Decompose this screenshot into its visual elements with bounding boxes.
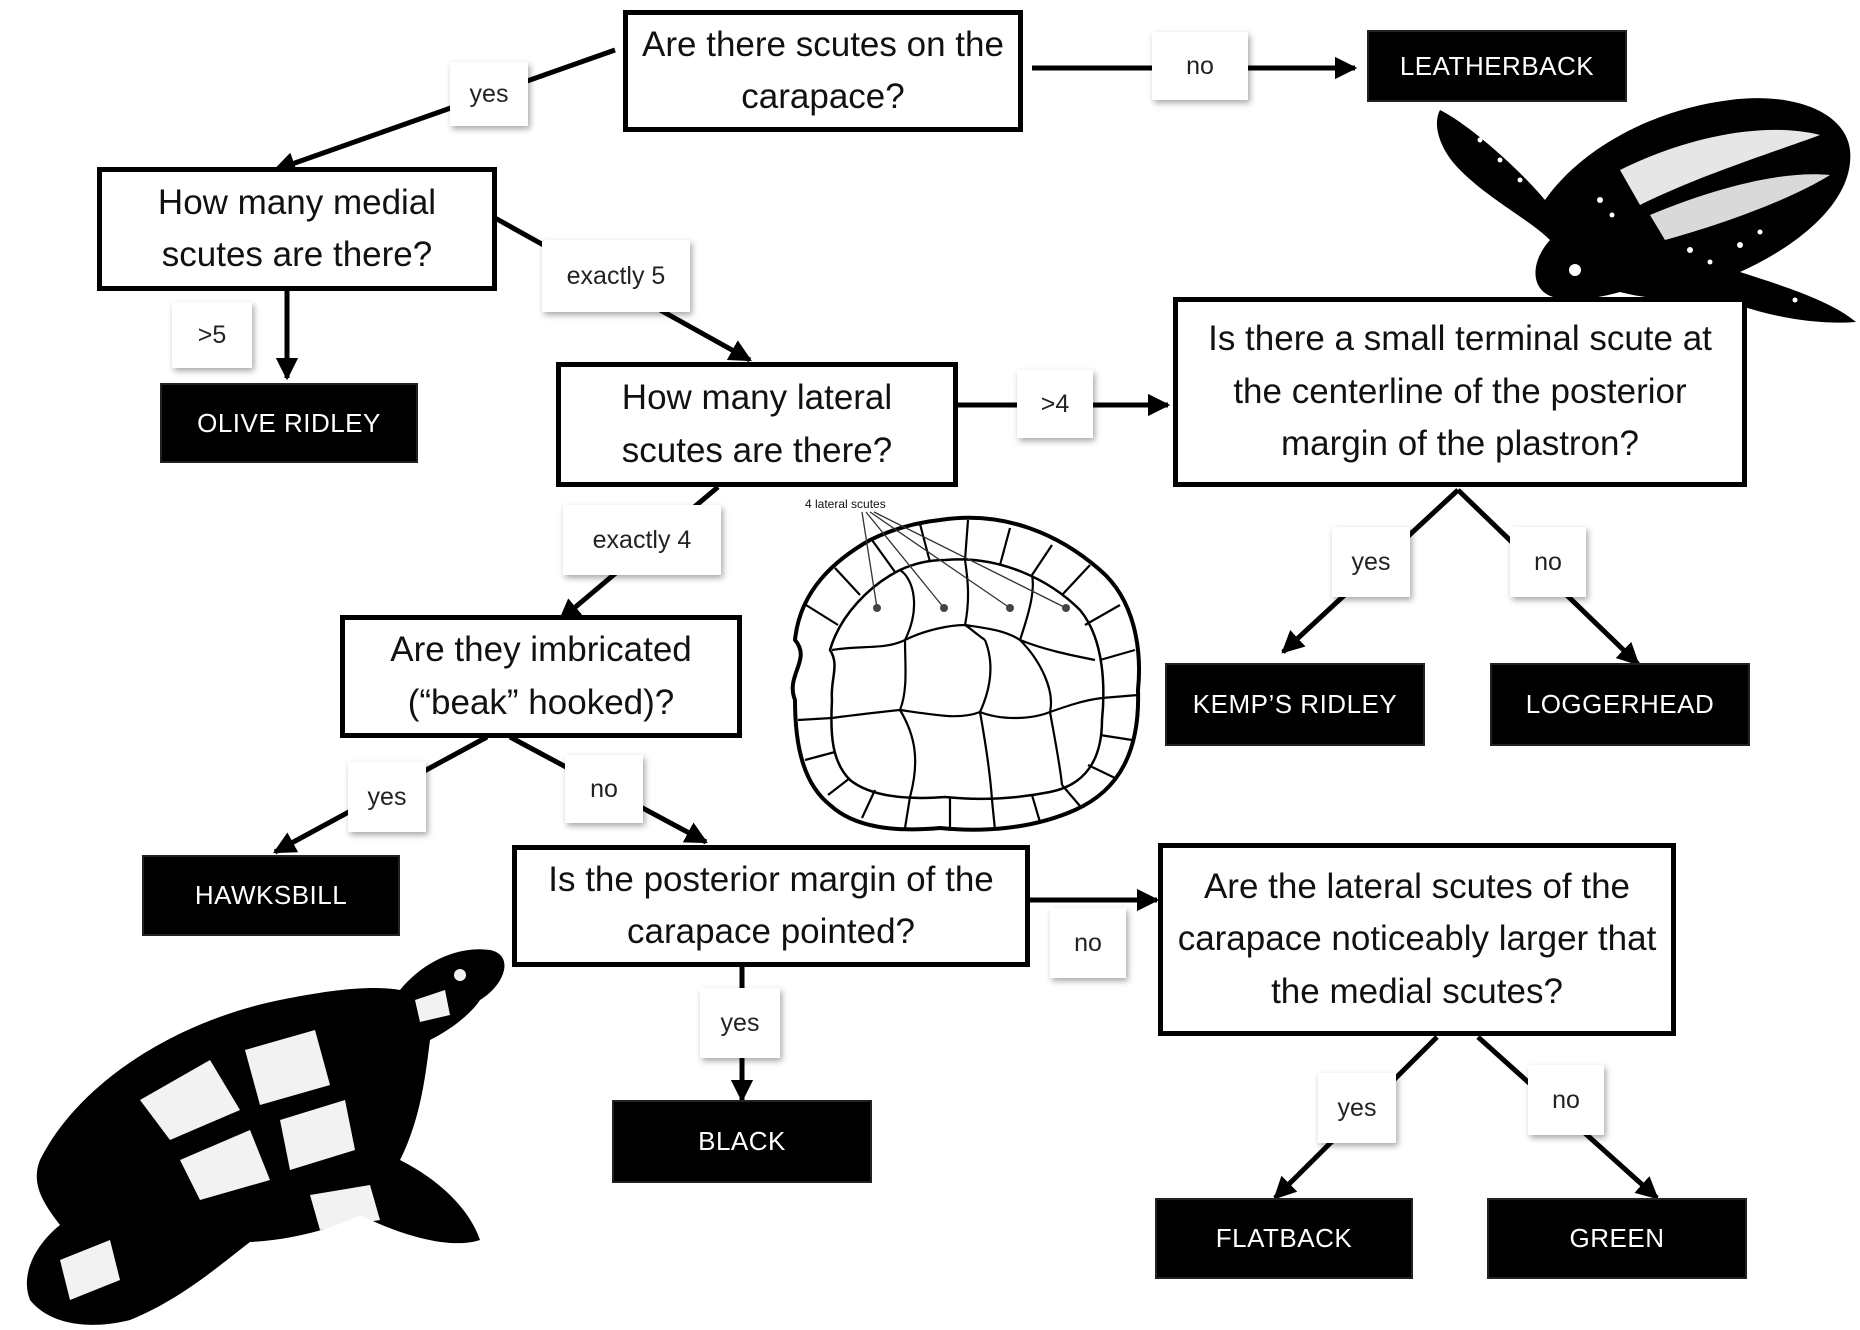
edge-label-posterior-yes: yes — [700, 988, 780, 1058]
question-imbricated: Are they imbricated (“beak” hooked)? — [340, 615, 742, 738]
species-olive-ridley: OLIVE RIDLEY — [160, 383, 418, 463]
lateral-scute-marker — [1062, 604, 1070, 612]
annotation-pointers — [861, 511, 1067, 609]
carapace-annotation: 4 lateral scutes — [805, 497, 886, 511]
carapace-inner — [828, 558, 1105, 801]
species-flatback: FLATBACK — [1155, 1198, 1413, 1279]
edge-label-terminal-no: no — [1510, 527, 1586, 597]
question-terminal-scute: Is there a small terminal scute at the c… — [1173, 297, 1747, 487]
species-black: BLACK — [612, 1100, 872, 1183]
question-posterior-margin-pointed: Is the posterior margin of the carapace … — [512, 845, 1030, 967]
lateral-scute-marker — [1006, 604, 1014, 612]
species-kemps-ridley: KEMP’S RIDLEY — [1165, 663, 1425, 746]
hawksbill-illustration — [26, 949, 505, 1325]
question-scutes-on-carapace: Are there scutes on the carapace? — [623, 10, 1023, 132]
edge-label-scutes-yes: yes — [450, 62, 528, 126]
species-loggerhead: LOGGERHEAD — [1490, 663, 1750, 746]
edge-label-larger-yes: yes — [1318, 1073, 1396, 1143]
edge-label-medial-gt5: >5 — [172, 302, 252, 368]
question-lateral-larger-than-medial: Are the lateral scutes of the carapace n… — [1158, 843, 1676, 1036]
leatherback-illustration — [1436, 98, 1856, 323]
lateral-scute-marker — [940, 604, 948, 612]
question-lateral-scute-count: How many lateral scutes are there? — [556, 362, 958, 487]
edge-label-lateral-gt4: >4 — [1017, 370, 1093, 438]
edge-label-scutes-no: no — [1152, 32, 1248, 100]
edge-label-imbricated-yes: yes — [348, 762, 426, 832]
lateral-scute-marker — [873, 604, 881, 612]
edge-label-lateral-exactly4: exactly 4 — [563, 505, 721, 575]
species-green: GREEN — [1487, 1198, 1747, 1279]
edge-label-larger-no: no — [1528, 1065, 1604, 1135]
edge-label-posterior-no: no — [1050, 908, 1126, 978]
edge-scutes-yes — [272, 47, 616, 174]
edge-label-imbricated-no: no — [565, 755, 643, 823]
species-hawksbill: HAWKSBILL — [142, 855, 400, 936]
species-leatherback: LEATHERBACK — [1367, 30, 1627, 102]
edge-label-medial-exactly5: exactly 5 — [542, 240, 690, 312]
edge-label-terminal-yes: yes — [1332, 527, 1410, 597]
question-medial-scute-count: How many medial scutes are there? — [97, 167, 497, 291]
carapace-diagram — [790, 511, 1142, 832]
